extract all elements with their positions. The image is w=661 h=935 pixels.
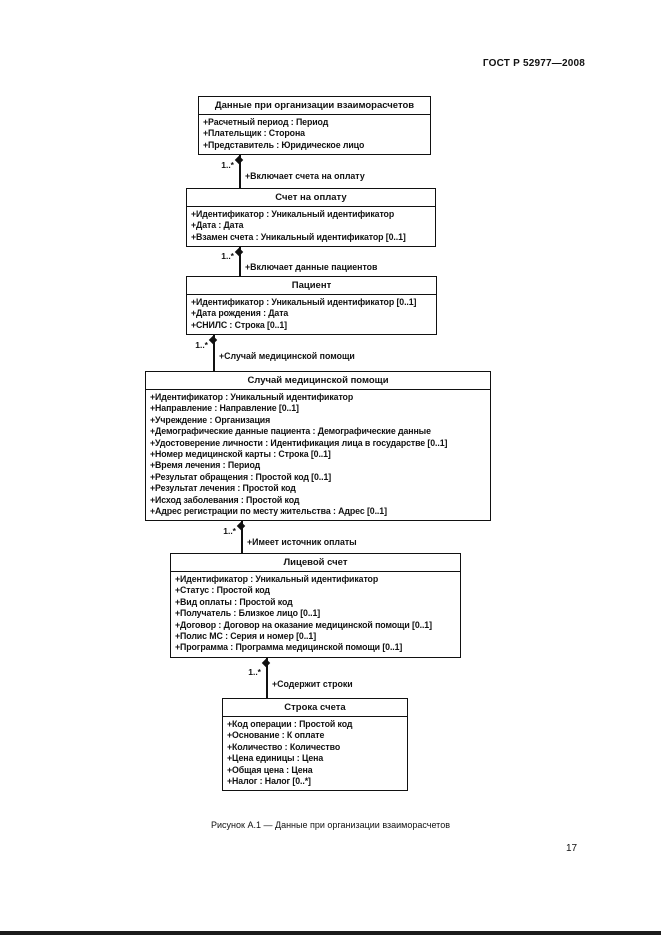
class-attribute: +СНИЛС : Строка [0..1] — [191, 319, 287, 330]
class-attribute: +Код операции : Простой код — [227, 719, 353, 729]
connector-line — [241, 521, 243, 555]
class-attribute: +Демографические данные пациента : Демог… — [150, 426, 431, 437]
association-label: +Содержит строки — [272, 679, 353, 689]
class-attribute: +Налог : Налог [0..*] — [227, 776, 311, 787]
composition-diamond-icon — [236, 521, 246, 531]
connector-line — [266, 658, 268, 700]
class-attribute: +Результат лечения : Простой код — [150, 483, 296, 494]
uml-class-personal-account: Лицевой счет +Идентификатор : Уникальный… — [170, 553, 461, 658]
class-attribute: +Исход заболевания : Простой код — [150, 494, 300, 505]
composition-diamond-icon — [208, 335, 218, 345]
class-attribute: +Договор : Договор на оказание медицинск… — [175, 619, 432, 630]
class-attribute: +Взамен счета : Уникальный идентификатор… — [191, 231, 406, 242]
class-attribute: +Получатель : Близкое лицо [0..1] — [175, 608, 321, 619]
composition-diamond-icon — [261, 658, 271, 668]
connector-line — [239, 247, 241, 278]
class-attribute: +Полис МС : Серия и номер [0..1] — [175, 631, 317, 642]
page-number: 17 — [566, 843, 578, 854]
class-attributes: +Идентификатор : Уникальный идентификато… — [187, 207, 435, 246]
class-attribute: +Учреждение : Организация — [150, 414, 271, 425]
class-title: Лицевой счет — [171, 554, 460, 572]
multiplicity-label: 1..* — [221, 251, 234, 261]
class-attribute: +Дата : Дата — [191, 220, 244, 231]
class-title: Случай медицинской помощи — [146, 372, 490, 390]
class-attributes: +Идентификатор : Уникальный идентификато… — [171, 572, 460, 657]
class-attribute: +Цена единицы : Цена — [227, 753, 324, 764]
class-attribute: +Дата рождения : Дата — [191, 308, 289, 319]
composition-diamond-icon — [234, 247, 244, 257]
class-attribute: +Статус : Простой код — [175, 585, 270, 596]
uml-class-medical-case: Случай медицинской помощи +Идентификатор… — [145, 371, 491, 522]
association-label: +Случай медицинской помощи — [219, 351, 355, 361]
uml-class-settlement-data: Данные при организации взаиморасчетов +Р… — [198, 96, 431, 156]
class-attribute: +Адрес регистрации по месту жительства :… — [150, 506, 387, 517]
class-attributes: +Идентификатор : Уникальный идентификато… — [187, 295, 436, 334]
association-label: +Включает данные пациентов — [245, 262, 378, 272]
class-title: Счет на оплату — [187, 189, 435, 207]
class-attribute: +Количество : Количество — [227, 741, 341, 752]
multiplicity-label: 1..* — [223, 526, 236, 536]
association-label: +Имеет источник оплаты — [247, 537, 357, 547]
class-title: Строка счета — [223, 699, 407, 717]
class-attribute: +Время лечения : Период — [150, 460, 261, 471]
class-attribute: +Удостоверение личности : Идентификация … — [150, 437, 448, 448]
class-attribute: +Идентификатор : Уникальный идентификато… — [191, 297, 417, 307]
class-attribute: +Номер медицинской карты : Строка [0..1] — [150, 449, 331, 460]
uml-class-invoice-line: Строка счета +Код операции : Простой код… — [222, 698, 408, 792]
class-attribute: +Идентификатор : Уникальный идентификато… — [150, 392, 354, 402]
class-attribute: +Идентификатор : Уникальный идентификато… — [191, 209, 395, 219]
class-attribute: +Общая цена : Цена — [227, 764, 313, 775]
figure-caption: Рисунок А.1 — Данные при организации вза… — [211, 820, 450, 830]
scan-edge — [0, 931, 661, 935]
connector-line — [213, 335, 215, 373]
class-attributes: +Код операции : Простой код+Основание : … — [223, 717, 407, 790]
class-attribute: +Плательщик : Сторона — [203, 128, 305, 139]
class-attribute: +Результат обращения : Простой код [0..1… — [150, 471, 332, 482]
multiplicity-label: 1..* — [195, 340, 208, 350]
class-attribute: +Программа : Программа медицинской помощ… — [175, 642, 403, 653]
class-attribute: +Расчетный период : Период — [203, 117, 329, 127]
composition-diamond-icon — [234, 155, 244, 165]
class-title: Пациент — [187, 277, 436, 295]
association-label: +Включает счета на оплату — [245, 171, 365, 181]
class-attribute: +Представитель : Юридическое лицо — [203, 139, 365, 150]
class-attributes: +Расчетный период : Период+Плательщик : … — [199, 115, 430, 154]
class-title: Данные при организации взаиморасчетов — [199, 97, 430, 115]
uml-class-payment-invoice: Счет на оплату +Идентификатор : Уникальн… — [186, 188, 436, 248]
multiplicity-label: 1..* — [221, 160, 234, 170]
connector-line — [239, 155, 241, 190]
class-attribute: +Идентификатор : Уникальный идентификато… — [175, 574, 379, 584]
multiplicity-label: 1..* — [248, 667, 261, 677]
class-attribute: +Направление : Направление [0..1] — [150, 403, 299, 414]
class-attribute: +Основание : К оплате — [227, 730, 325, 741]
document-header: ГОСТ Р 52977—2008 — [482, 58, 585, 69]
uml-class-patient: Пациент +Идентификатор : Уникальный иден… — [186, 276, 437, 336]
class-attribute: +Вид оплаты : Простой код — [175, 596, 293, 607]
class-attributes: +Идентификатор : Уникальный идентификато… — [146, 390, 490, 520]
